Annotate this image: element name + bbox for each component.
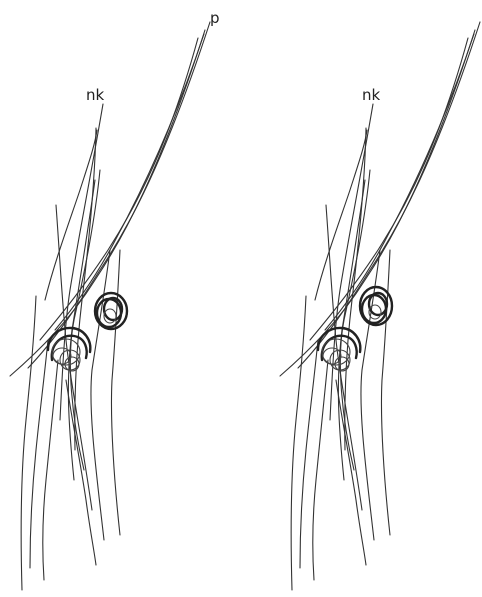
left-label-nk: nk <box>86 86 105 104</box>
left-stereo-panel: p nk <box>10 9 220 590</box>
left-strand-nk3 <box>45 130 97 300</box>
right-strand-nk3 <box>315 130 367 300</box>
left-lower-coil <box>48 328 90 371</box>
left-strand-l2 <box>30 340 48 568</box>
left-strand-p1 <box>10 30 205 376</box>
right-stereo-panel: nk <box>280 22 480 590</box>
right-strand-p4 <box>325 34 474 330</box>
right-strand-nk1 <box>330 104 373 420</box>
right-strand-l3 <box>313 360 328 580</box>
left-strand-m2 <box>70 170 100 470</box>
right-upper-coil <box>360 287 392 325</box>
left-upper-coil <box>95 293 127 329</box>
right-label-nk: nk <box>362 86 381 104</box>
left-strand-l1 <box>21 296 36 590</box>
right-lower-coil <box>318 328 360 371</box>
left-strand-p4 <box>55 34 204 330</box>
left-strand-nk1 <box>60 104 103 420</box>
right-strand-l1 <box>291 296 306 590</box>
left-strand-l3 <box>43 360 58 580</box>
left-label-p: p <box>210 9 220 27</box>
right-strand-l2 <box>300 340 318 568</box>
